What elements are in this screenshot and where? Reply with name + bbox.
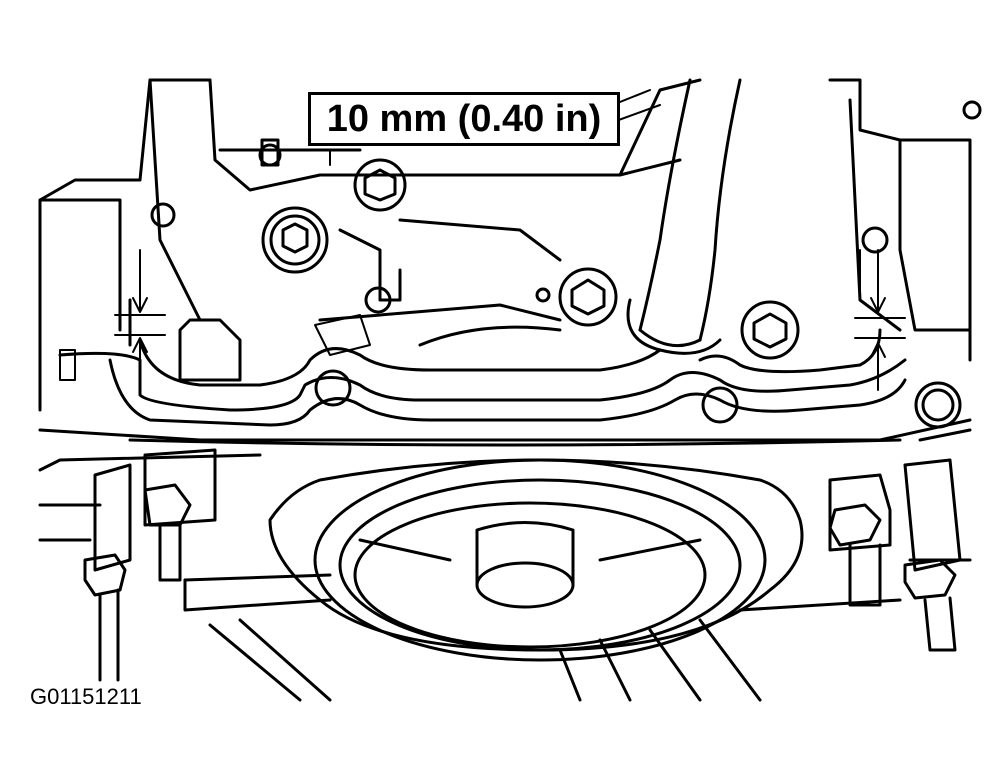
dimension-label: 10 mm (0.40 in) xyxy=(308,92,620,146)
pump-housing xyxy=(128,218,562,382)
lower-crossmember xyxy=(183,573,902,702)
crankshaft-seal xyxy=(268,458,804,662)
dimension-markers xyxy=(114,249,906,391)
gasket-flange xyxy=(38,328,972,447)
flange-holes xyxy=(150,100,982,429)
left-studs xyxy=(83,448,217,682)
oil-tube xyxy=(626,78,742,355)
figure-id: G01151211 xyxy=(30,684,142,709)
right-studs xyxy=(828,458,962,652)
bolt-heads xyxy=(258,138,800,360)
